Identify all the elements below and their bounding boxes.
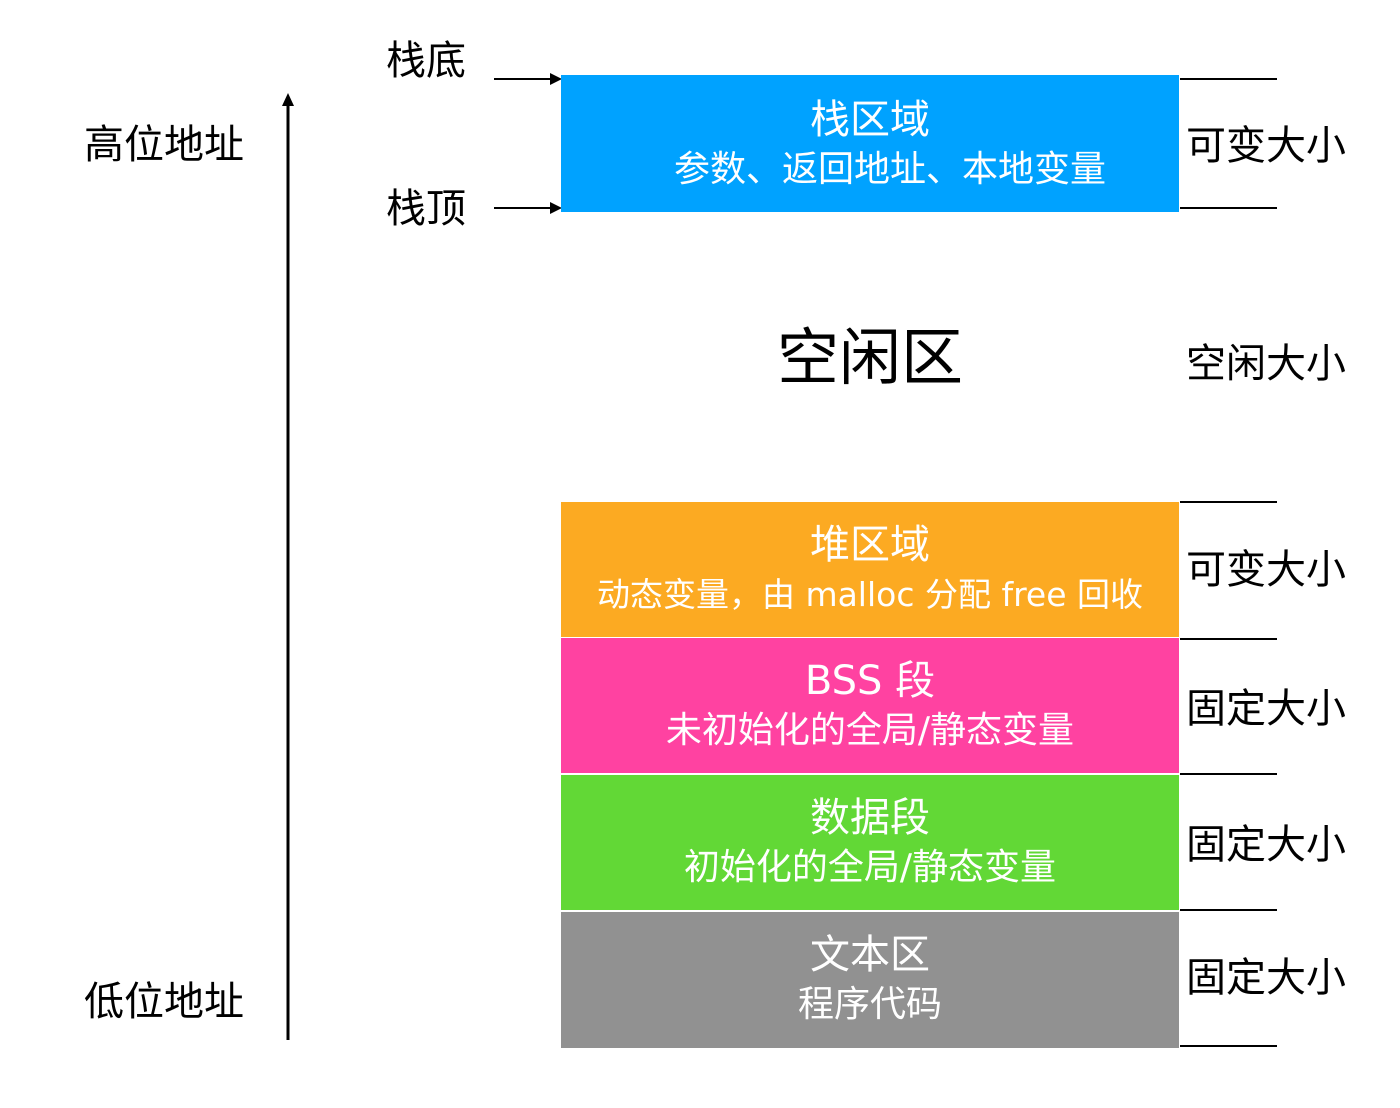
boundary-tick xyxy=(1180,909,1277,911)
stack-segment-desc: 参数、返回地址、本地变量 xyxy=(673,148,1106,190)
bss-segment-desc: 未初始化的全局/静态变量 xyxy=(665,709,1075,751)
stack-top-arrow-icon xyxy=(494,202,562,214)
text-segment: 文本区 程序代码 xyxy=(561,912,1179,1048)
boundary-tick xyxy=(1180,638,1277,640)
boundary-tick xyxy=(1180,773,1277,775)
bss-segment-title: BSS 段 xyxy=(804,657,936,704)
address-axis-up-arrow-icon xyxy=(282,93,294,1040)
heap-size-label: 可变大小 xyxy=(1186,547,1346,593)
heap-segment-desc: 动态变量，由 malloc 分配 free 回收 xyxy=(596,574,1144,614)
stack-segment-title: 栈区域 xyxy=(810,96,930,143)
data-segment-desc: 初始化的全局/静态变量 xyxy=(683,846,1057,888)
data-size-label: 固定大小 xyxy=(1186,822,1346,868)
boundary-tick xyxy=(1180,207,1277,209)
free-area-title: 空闲区 xyxy=(776,321,963,394)
boundary-tick xyxy=(1180,501,1277,503)
boundary-tick xyxy=(1180,78,1277,80)
stack-top-label: 栈顶 xyxy=(386,186,466,232)
bss-segment: BSS 段 未初始化的全局/静态变量 xyxy=(561,638,1179,773)
text-segment-title: 文本区 xyxy=(810,932,930,978)
low-address-label: 低位地址 xyxy=(84,979,244,1025)
stack-size-label: 可变大小 xyxy=(1186,123,1346,169)
heap-segment-title: 堆区域 xyxy=(810,521,930,568)
bss-size-label: 固定大小 xyxy=(1186,686,1346,732)
stack-bottom-arrow-icon xyxy=(494,73,562,85)
text-segment-desc: 程序代码 xyxy=(797,984,942,1025)
stack-segment: 栈区域 参数、返回地址、本地变量 xyxy=(561,75,1179,212)
heap-segment: 堆区域 动态变量，由 malloc 分配 free 回收 xyxy=(561,502,1179,637)
data-segment: 数据段 初始化的全局/静态变量 xyxy=(561,775,1179,910)
boundary-tick xyxy=(1180,1045,1277,1047)
free-size-label: 空闲大小 xyxy=(1186,341,1346,387)
stack-bottom-label: 栈底 xyxy=(386,38,466,84)
high-address-label: 高位地址 xyxy=(84,122,244,168)
data-segment-title: 数据段 xyxy=(810,794,930,841)
text-size-label: 固定大小 xyxy=(1186,955,1346,1001)
